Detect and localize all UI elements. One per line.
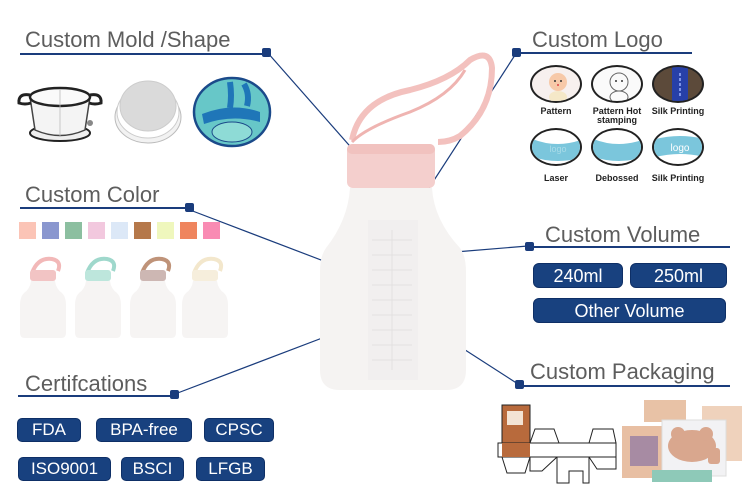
cert-badge-iso9001: ISO9001: [18, 457, 111, 481]
color-title-underline: [20, 207, 190, 209]
pink-bottle-variant: [20, 256, 66, 338]
certifications-leader-node: [170, 390, 179, 399]
logo-option-pattern[interactable]: Pattern: [525, 65, 587, 116]
logo-option-label: Silk Printing: [651, 106, 705, 116]
color-swatch-8[interactable]: [180, 222, 197, 239]
baby-outline-icon: [591, 65, 643, 103]
packaged-set-image: [622, 400, 742, 482]
logo-option-pattern-hot-stamping[interactable]: Pattern Hot stamping: [586, 65, 648, 125]
svg-text:logo: logo: [671, 143, 690, 154]
packaging-section-title: Custom Packaging: [530, 359, 715, 384]
color-swatch-2[interactable]: [42, 222, 59, 239]
pot-mold-image: [17, 86, 103, 142]
logo-option-label: Pattern: [540, 106, 572, 116]
debossed-logo-sample-icon: [591, 128, 643, 166]
color-swatch-3[interactable]: [65, 222, 82, 239]
certifications-title-underline: [18, 395, 176, 397]
mold-leader-node: [262, 48, 271, 57]
cert-badge-fda: FDA: [17, 418, 81, 442]
brown-bottle-variant: [130, 256, 176, 338]
silk-logo-sample-icon: logo: [652, 128, 704, 166]
packaging-leader-node: [515, 380, 524, 389]
volume-option-240ml[interactable]: 240ml: [533, 263, 623, 288]
cert-badge-bsci: BSCI: [121, 457, 184, 481]
silk-print-sample-icon: [652, 65, 704, 103]
color-swatch-7[interactable]: [157, 222, 174, 239]
laser-logo-sample-icon: logo: [530, 128, 582, 166]
color-swatch-4[interactable]: [88, 222, 105, 239]
logo-option-laser[interactable]: logo Laser: [525, 128, 587, 183]
logo-title-underline: [517, 52, 692, 54]
volume-option-250ml[interactable]: 250ml: [630, 263, 727, 288]
color-swatch-1[interactable]: [19, 222, 36, 239]
logo-option-silk-printing-2[interactable]: logo Silk Printing: [647, 128, 709, 183]
mint-bottle-variant: [75, 256, 121, 338]
logo-leader-node: [512, 48, 521, 57]
baby-pattern-icon: [530, 65, 582, 103]
cert-badge-cpsc: CPSC: [204, 418, 274, 442]
volume-leader-node: [525, 242, 534, 251]
volume-title-underline: [528, 246, 730, 248]
logo-option-silk-printing-1[interactable]: Silk Printing: [647, 65, 709, 116]
divided-plate-mold-image: [192, 76, 272, 148]
mold-title-underline: [20, 53, 268, 55]
main-product-bottle: [320, 52, 496, 390]
certifications-section-title: Certifcations: [25, 371, 148, 396]
color-swatch-6[interactable]: [134, 222, 151, 239]
mold-section-title: Custom Mold /Shape: [25, 27, 231, 52]
box-dieline-image: [497, 404, 617, 484]
logo-option-label: Laser: [543, 173, 569, 183]
logo-option-label: Pattern Hot: [592, 106, 642, 116]
logo-section-title: Custom Logo: [532, 27, 663, 52]
color-section-title: Custom Color: [25, 182, 160, 207]
logo-option-label: Silk Printing: [651, 173, 705, 183]
cream-bottle-variant: [182, 256, 228, 338]
logo-option-debossed[interactable]: Debossed: [586, 128, 648, 183]
cert-badge-bpa-free: BPA-free: [96, 418, 192, 442]
color-swatch-5[interactable]: [111, 222, 128, 239]
cert-badge-lfgb: LFGB: [196, 457, 265, 481]
volume-option-other[interactable]: Other Volume: [533, 298, 726, 323]
packaging-title-underline: [518, 385, 730, 387]
svg-text:logo: logo: [549, 144, 566, 154]
logo-option-label-line2: stamping: [596, 115, 637, 125]
color-leader-node: [185, 203, 194, 212]
logo-option-label: Debossed: [595, 173, 639, 183]
color-swatch-9[interactable]: [203, 222, 220, 239]
lid-mold-image: [114, 80, 182, 144]
volume-section-title: Custom Volume: [545, 222, 701, 247]
